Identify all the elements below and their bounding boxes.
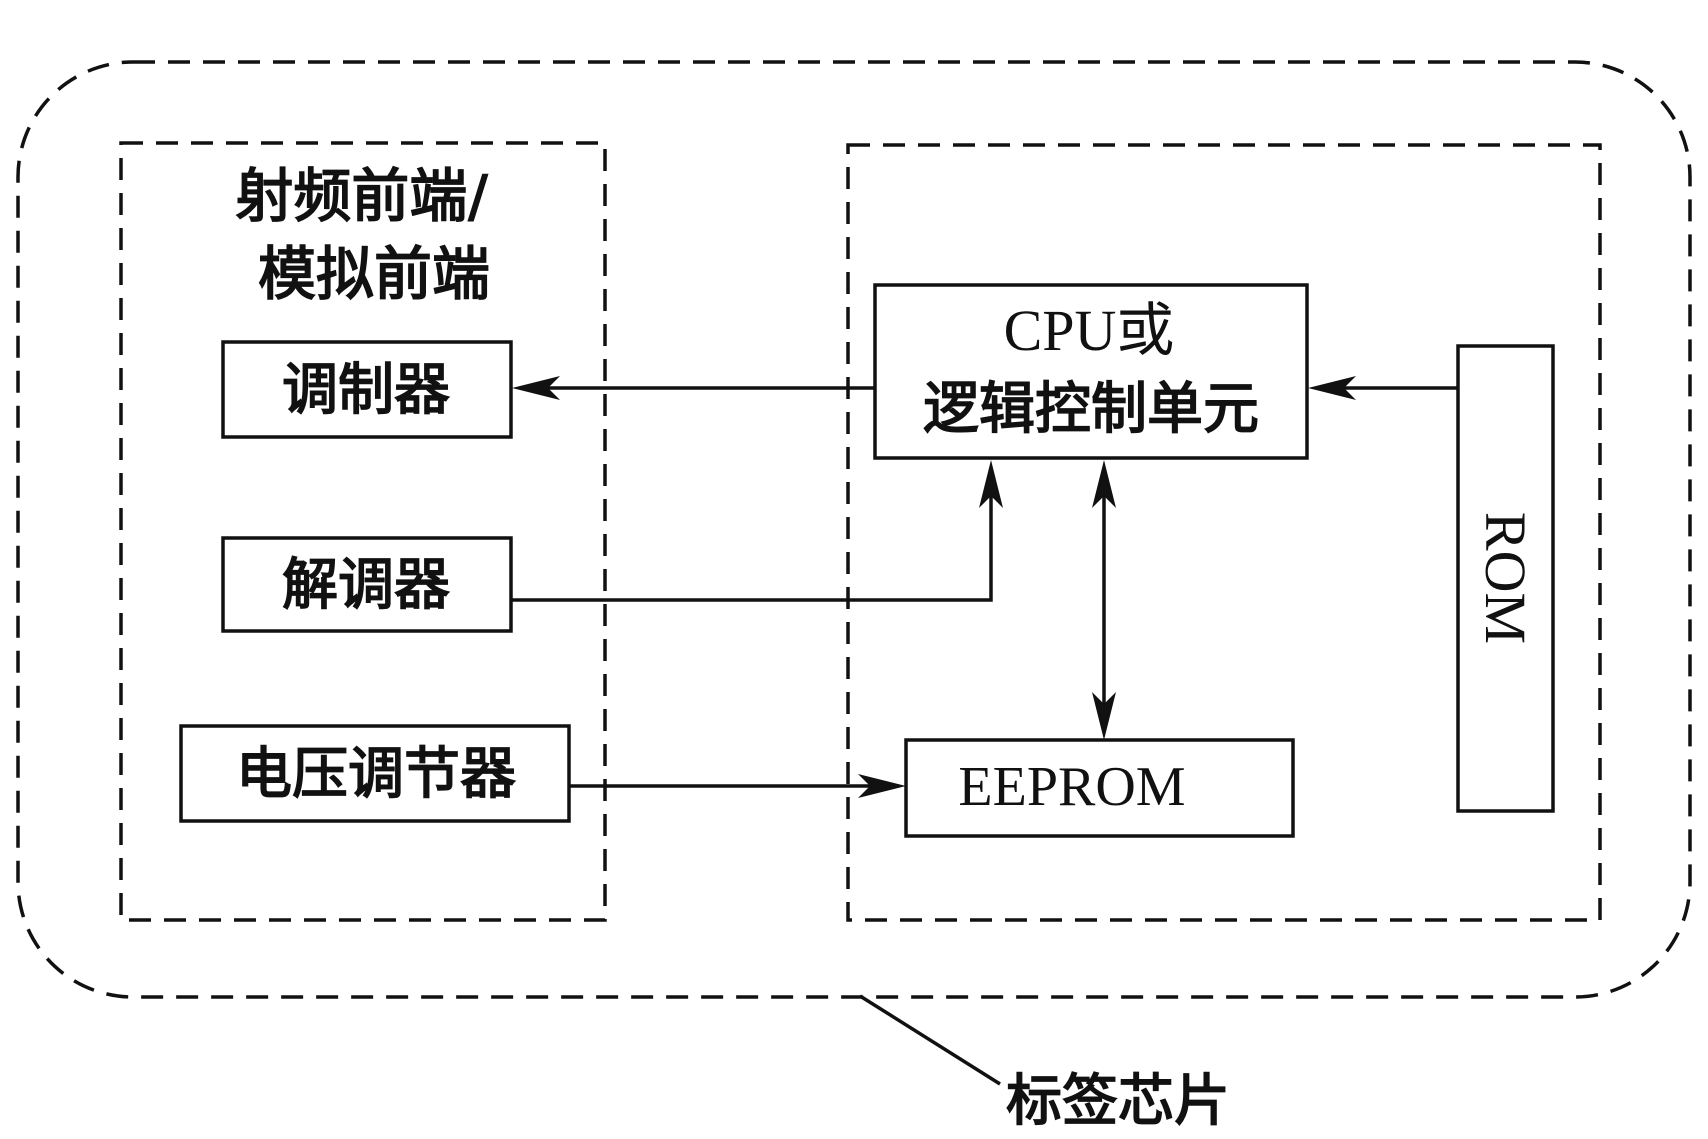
arrowhead-eeprom-from-regulator bbox=[858, 774, 906, 798]
arrowhead-cpu-from-demodulator bbox=[979, 460, 1003, 508]
eeprom-label: EEPROM bbox=[958, 756, 1185, 818]
rom-box bbox=[1456, 344, 1555, 813]
arrowhead-cpu-from-rom bbox=[1308, 376, 1356, 400]
chip-label: 标签芯片 bbox=[1006, 1069, 1230, 1134]
logic-group bbox=[846, 143, 1602, 922]
tag-chip-boundary bbox=[16, 60, 1692, 999]
chip-label-leader bbox=[859, 994, 1001, 1086]
demodulator-label: 解调器 bbox=[282, 553, 451, 618]
frontend-title-line2: 模拟前端 bbox=[258, 240, 490, 308]
voltage-regulator-box bbox=[179, 724, 571, 823]
modulator-label: 调制器 bbox=[282, 358, 451, 423]
frontend-title-line1: 射频前端/ bbox=[235, 162, 489, 230]
demodulator-box bbox=[221, 536, 513, 633]
cpu-box bbox=[873, 283, 1309, 460]
rom-label: ROM bbox=[1473, 512, 1538, 644]
arrowhead-modulator bbox=[512, 376, 560, 400]
cpu-label-line1: CPU或 bbox=[1004, 298, 1175, 363]
eeprom-box bbox=[904, 738, 1295, 838]
arrowhead-eeprom-from-cpu bbox=[1092, 692, 1116, 740]
voltage-regulator-label: 电压调节器 bbox=[236, 742, 517, 807]
arrow-demodulator-to-cpu bbox=[511, 488, 993, 602]
modulator-box bbox=[221, 340, 513, 439]
arrowhead-cpu-from-eeprom bbox=[1092, 460, 1116, 508]
cpu-label-line2: 逻辑控制单元 bbox=[923, 377, 1259, 442]
